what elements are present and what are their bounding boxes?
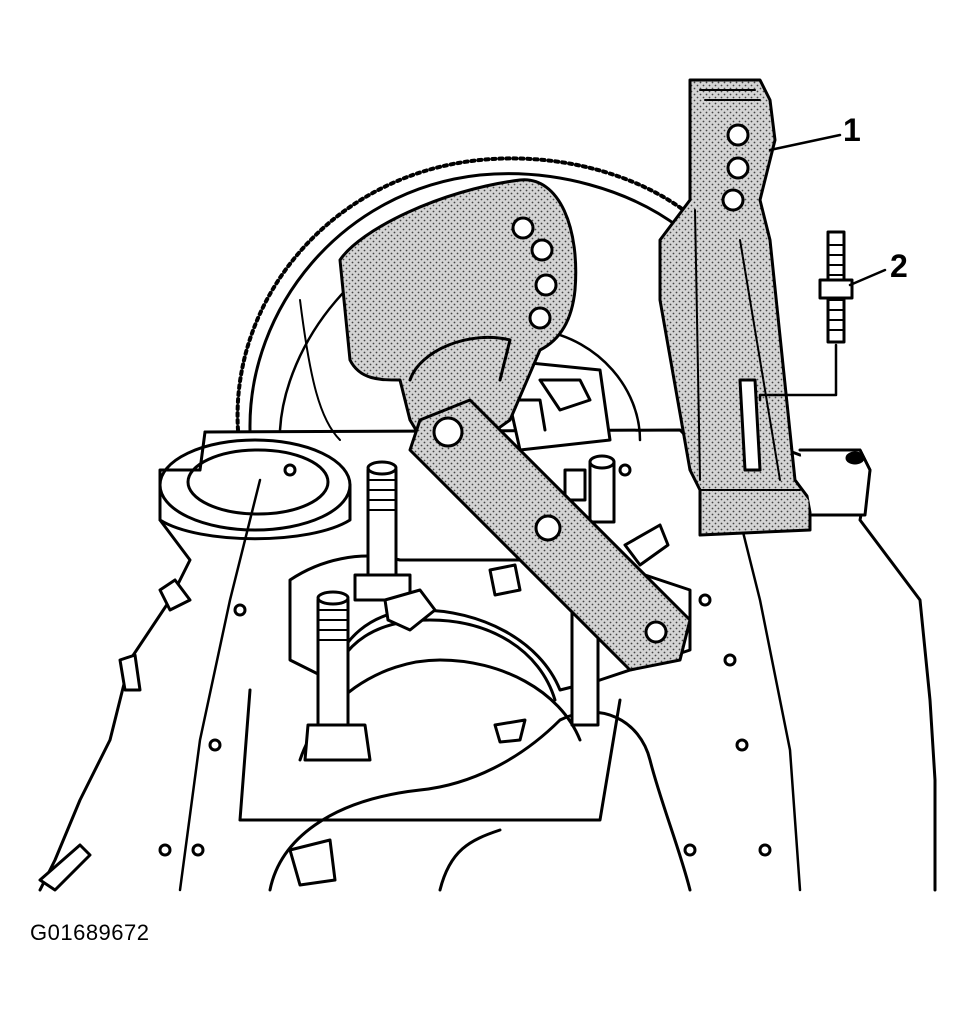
figure-id-label: G01689672 [30, 920, 150, 945]
flywheel [235, 156, 787, 442]
callout-2: 2 [890, 248, 908, 284]
crankshaft [268, 710, 692, 892]
holding-fixture-arm [408, 398, 692, 672]
holding-fixture-bracket [338, 178, 578, 472]
leader-line-2 [848, 268, 887, 287]
cylinder-bore [158, 438, 352, 541]
tool-upright [658, 78, 872, 537]
dowel-pin-icon [38, 843, 92, 892]
leader-line-1 [768, 133, 842, 152]
main-bearing-studs-right [488, 454, 616, 727]
callout-1: 1 [843, 112, 861, 148]
bolt-2 [758, 230, 854, 402]
main-bearing-studs-left [303, 460, 437, 762]
